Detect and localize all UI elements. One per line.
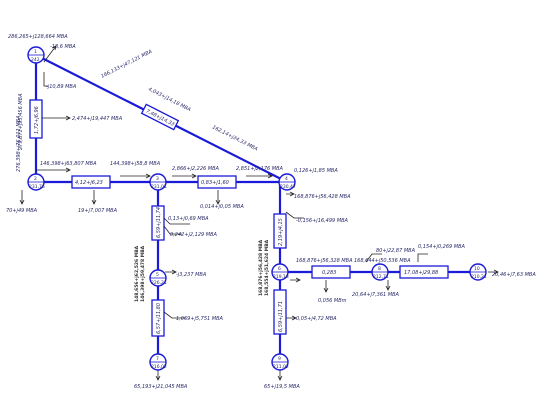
flow-23-loss: 19+j7,007 MBA	[78, 208, 118, 214]
flow-14-start: 166,133+j47,121 MBA	[100, 49, 154, 80]
node-4-num: 4	[285, 176, 288, 182]
node-7[interactable]: 7 216,02	[149, 353, 167, 371]
node-8-num: 8	[378, 266, 381, 272]
flow-4-loss: -0,156+j16,499 MBA	[296, 218, 349, 224]
vertical-notes: 148,656+j62,526 MBA 146,398+j59,478 MBA …	[134, 239, 270, 302]
flow-labels: 286,265+j128,664 MBA -18,6 MBA -j10,89 M…	[6, 34, 536, 390]
flow-7-load: 65+j19,5 MBA	[264, 384, 300, 390]
node-2[interactable]: 2 231,76	[27, 173, 45, 191]
flow-arrows	[19, 45, 499, 381]
flow-34-loss: 0,014+j0,05 MBA	[200, 204, 244, 210]
impedance-z68-label: 0,283	[322, 270, 336, 276]
flow-9-load: 20,46+j7,63 MBA	[492, 272, 536, 278]
node-5-num: 5	[156, 272, 159, 278]
flow-68-left: 168,876+j56,328 MBA	[296, 258, 353, 264]
impedance-z14: 7,48+j14,33	[140, 103, 180, 131]
flow-n1-charge: -j10,89 MBA	[46, 84, 77, 90]
node-9-num: 9	[278, 356, 281, 362]
node-7-voltage: 216,02	[151, 364, 167, 370]
flow-23-end: 144,398+j58,8 MBA	[110, 161, 161, 167]
vertical-note-6b: 168,554+j51,624 MBA	[264, 239, 270, 296]
impedance-z57: 6,57+j11,80	[151, 299, 165, 337]
node-10-voltage: 210,21	[471, 274, 487, 280]
flow-68-loss: 0,056 MBm	[318, 298, 347, 304]
node-10-num: 10	[474, 266, 480, 272]
node-9[interactable]: 9 211,02	[271, 353, 289, 371]
flow-2-load: 70+j49 MBA	[6, 208, 38, 214]
flow-610-loss: 0,05+j4,72 MBA	[296, 316, 337, 322]
flow-n1-top: 286,265+j128,664 MBA	[8, 34, 68, 40]
flow-34-start: 2,866+j2,226 MBA	[172, 166, 220, 172]
impedance-z610: 6,59+j11,71	[273, 289, 287, 335]
node-1-num: 1	[34, 49, 37, 55]
node-3[interactable]: 3 231,01	[149, 173, 167, 191]
impedance-z47-label: 2,19+j4,15	[278, 218, 284, 246]
node-2-num: 2	[34, 176, 37, 182]
impedance-z34: 0,83+j1,60	[197, 175, 237, 189]
flow-8-down: 20,64+j7,361 MBA	[352, 292, 400, 298]
node-10[interactable]: 10 210,21	[469, 263, 487, 281]
node-3-num: 3	[156, 176, 159, 182]
impedance-z35-label: 6,59+j11,74	[156, 207, 162, 238]
flow-12-loss: 2,474+j19,447 MBA	[72, 116, 123, 122]
node-2-voltage: 231,76	[29, 184, 45, 190]
node-3-voltage: 231,01	[151, 184, 167, 190]
vertical-note-6a: 168,876+j56,428 MBA	[258, 239, 264, 296]
impedance-z89-label: 17,08+j29,88	[404, 270, 438, 276]
impedance-z12: 1,72+j6,96	[29, 99, 43, 139]
node-1[interactable]: 1 242	[27, 46, 45, 64]
node-6-voltage: 219,18	[273, 274, 289, 280]
node-8[interactable]: 8 212,71	[371, 263, 389, 281]
impedance-z23: 4,12+j6,23	[71, 175, 111, 189]
flow-8-up: 80+j22,87 MBA	[376, 248, 416, 254]
impedance-z89: 17,08+j29,88	[399, 265, 449, 279]
impedance-z57-label: 6,57+j11,80	[156, 303, 162, 334]
flow-12-top: 279,871+j95,456 MBA	[18, 93, 24, 150]
node-1-voltage: 242	[31, 57, 40, 63]
flow-14-end: 162,14+j34,33 MBA	[211, 124, 259, 152]
flow-n1-angle: -18,6 MBA	[50, 44, 76, 50]
node-8-voltage: 212,71	[373, 274, 389, 280]
flow-68-right: 168,644+j50,536 MBA	[354, 258, 411, 264]
impedance-z12-label: 1,72+j6,96	[34, 106, 40, 134]
impedance-z34-label: 0,83+j1,60	[201, 180, 229, 186]
flow-4-load: 0,126+j1,85 MBA	[294, 168, 338, 174]
vertical-note-3b: 146,398+j59,478 MBA	[140, 245, 146, 302]
flow-4-down: 168,876+j56,428 MBA	[294, 194, 351, 200]
flow-89-up: 0,154+j0,269 MBA	[418, 244, 466, 250]
flow-34-end: 2,851+j2,176 MBA	[236, 166, 284, 172]
vertical-note-3a: 148,656+j62,526 MBA	[134, 245, 140, 302]
flow-12-bottom: 276,398+j76,011 MBA	[16, 115, 22, 172]
node-4[interactable]: 4 230,47	[278, 173, 296, 191]
flow-5-loss: 1,069+j5,751 MBA	[176, 316, 224, 322]
flow-3-down: 0,242+j2,129 MBA	[170, 232, 218, 238]
flow-5-load: 65,193+j21,045 MBA	[134, 384, 188, 390]
node-6-num: 6	[278, 266, 281, 272]
impedance-z35: 6,59+j11,74	[151, 205, 165, 241]
node-4-voltage: 230,47	[280, 184, 296, 190]
node-5-voltage: 226,21	[151, 280, 167, 286]
node-5[interactable]: 5 226,21	[149, 269, 167, 287]
flow-3-shunt: 0,13+j0,69 MBA	[168, 216, 209, 222]
impedance-z610-label: 6,59+j11,71	[278, 301, 284, 332]
impedance-z23-label: 4,12+j6,23	[75, 180, 103, 186]
impedance-z47: 2,19+j4,15	[273, 213, 287, 249]
flow-5-flow: -j3,237 MBA	[176, 272, 207, 278]
flow-23-start: 146,398+j63,807 MBA	[40, 161, 97, 167]
node-6[interactable]: 6 219,18	[271, 263, 289, 281]
node-9-voltage: 211,02	[273, 364, 289, 370]
impedance-z68: 0,283	[311, 265, 351, 279]
node-7-num: 7	[156, 356, 159, 362]
